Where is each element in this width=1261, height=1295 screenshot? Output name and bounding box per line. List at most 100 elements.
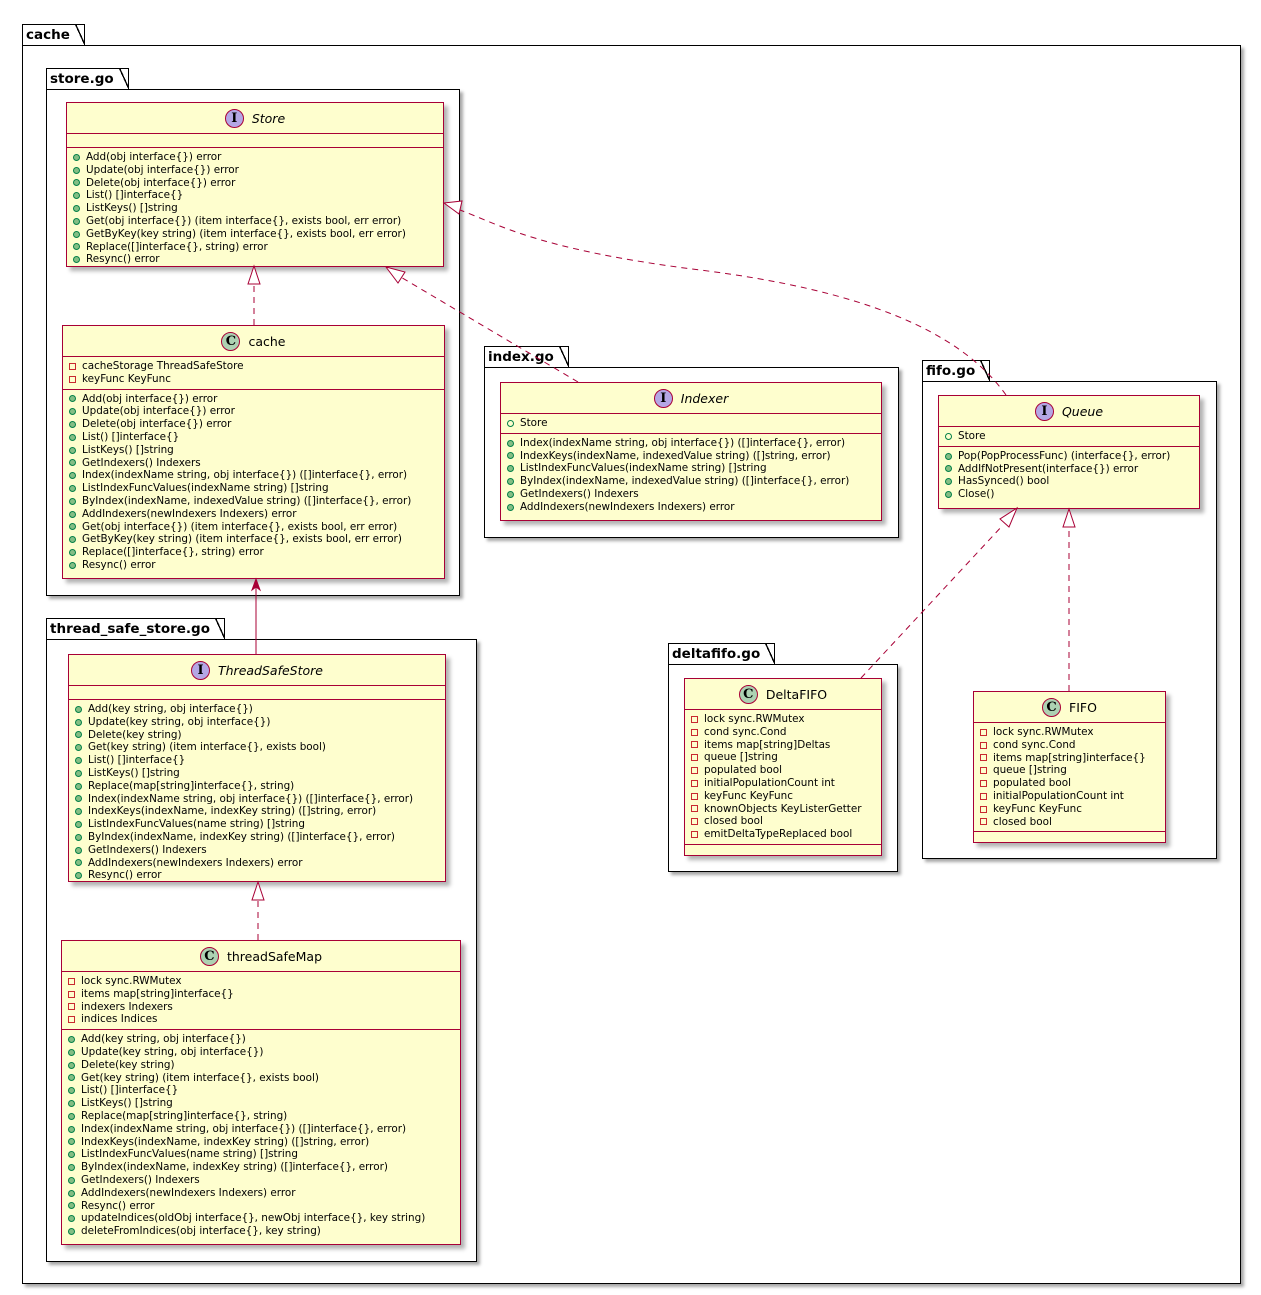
method-text: Replace(map[string]interface{}, string)	[81, 1109, 288, 1122]
method-text: GetIndexers() Indexers	[520, 487, 639, 500]
public-method-icon	[507, 478, 514, 486]
method-row: Delete(obj interface{}) error	[63, 418, 444, 431]
method-text: Add(obj interface{}) error	[86, 151, 222, 163]
method-text: Pop(PopProcessFunc) (interface{}, error)	[958, 449, 1171, 462]
public-field-icon	[945, 432, 952, 440]
method-row: List() []interface{}	[63, 431, 444, 444]
field-row: keyFunc KeyFunc	[685, 790, 881, 803]
method-text: Get(key string) (item interface{}, exist…	[88, 741, 326, 754]
public-method-icon	[75, 769, 82, 777]
public-method-icon	[945, 478, 952, 486]
method-row: List() []interface{}	[67, 189, 443, 202]
public-method-icon	[73, 166, 80, 174]
field-text: items map[string]Deltas	[704, 738, 831, 751]
private-field-icon	[691, 831, 698, 839]
private-field-icon	[980, 754, 987, 762]
field-text: keyFunc KeyFunc	[993, 802, 1082, 815]
field-text: closed bool	[993, 815, 1052, 828]
public-method-icon	[68, 1164, 75, 1172]
field-row: closed bool	[685, 815, 881, 828]
field-text: keyFunc KeyFunc	[82, 372, 171, 385]
method-text: List() []interface{}	[86, 189, 184, 202]
method-text: Resync() error	[86, 253, 160, 266]
field-row: indexers Indexers	[62, 1001, 460, 1014]
class-name: ThreadSafeStore	[218, 662, 323, 678]
private-field-icon	[68, 977, 75, 985]
field-row: keyFunc KeyFunc	[974, 803, 1165, 816]
method-row: ByIndex(indexName, indexKey string) ([]i…	[69, 831, 445, 844]
public-method-icon	[69, 485, 76, 493]
method-text: Get(key string) (item interface{}, exist…	[81, 1071, 319, 1084]
method-row: AddIndexers(newIndexers Indexers) error	[63, 508, 444, 521]
method-text: Delete(obj interface{}) error	[82, 418, 232, 431]
method-row: Replace([]interface{}, string) error	[63, 546, 444, 559]
private-field-icon	[691, 754, 698, 762]
package-thread-safe-store-go-label: thread_safe_store.go	[46, 618, 225, 640]
method-text: Resync() error	[81, 1199, 155, 1212]
private-field-icon	[980, 728, 987, 736]
method-row: Add(key string, obj interface{})	[62, 1033, 460, 1046]
public-method-icon	[73, 192, 80, 200]
method-text: Replace([]interface{}, string) error	[86, 240, 268, 253]
field-row: initialPopulationCount int	[974, 790, 1165, 803]
method-text: updateIndices(oldObj interface{}, newObj…	[81, 1212, 426, 1225]
fields-section: Store	[501, 414, 881, 434]
class-name: FIFO	[1069, 699, 1097, 715]
field-text: cond sync.Cond	[993, 738, 1076, 751]
field-row: populated bool	[685, 764, 881, 777]
method-row: ListKeys() []string	[69, 767, 445, 780]
method-row: Update(obj interface{}) error	[63, 405, 444, 418]
field-text: lock sync.RWMutex	[81, 975, 182, 987]
method-row: ListKeys() []string	[62, 1097, 460, 1110]
field-row: queue []string	[974, 764, 1165, 777]
method-text: Delete(key string)	[81, 1058, 175, 1071]
method-text: GetByKey(key string) (item interface{}, …	[86, 227, 406, 240]
public-method-icon	[69, 536, 76, 544]
class-stereotype-icon: C	[199, 946, 219, 966]
method-text: ByIndex(indexName, indexedValue string) …	[520, 475, 850, 488]
method-row: ListIndexFuncValues(indexName string) []…	[63, 482, 444, 495]
method-text: Get(obj interface{}) (item interface{}, …	[86, 214, 402, 227]
public-method-icon	[68, 1061, 75, 1069]
field-text: keyFunc KeyFunc	[704, 789, 793, 802]
public-method-icon	[69, 421, 76, 429]
interface-stereotype-icon: I	[1034, 401, 1054, 421]
method-row: GetIndexers() Indexers	[501, 488, 881, 501]
method-row: AddIfNotPresent(interface{}) error	[939, 463, 1199, 476]
package-cache-label: cache	[22, 24, 85, 46]
public-method-icon	[75, 731, 82, 739]
method-text: List() []interface{}	[81, 1084, 179, 1097]
public-method-icon	[68, 1228, 75, 1236]
field-text: initialPopulationCount int	[704, 776, 835, 789]
private-field-icon	[980, 767, 987, 775]
package-store-go-label: store.go	[46, 68, 129, 90]
method-row: Delete(key string)	[69, 729, 445, 742]
public-method-icon	[68, 1151, 75, 1159]
public-method-icon	[75, 718, 82, 726]
public-method-icon	[69, 472, 76, 480]
method-row: ListIndexFuncValues(name string) []strin…	[62, 1148, 460, 1161]
field-row: items map[string]interface{}	[62, 988, 460, 1001]
public-method-icon	[73, 153, 80, 161]
public-method-icon	[73, 205, 80, 213]
public-method-icon	[68, 1036, 75, 1044]
field-row: cacheStorage ThreadSafeStore	[63, 360, 444, 373]
field-text: knownObjects KeyListerGetter	[704, 802, 862, 815]
method-text: Update(key string, obj interface{})	[81, 1045, 264, 1058]
method-text: Index(indexName string, obj interface{})…	[82, 469, 408, 482]
field-text: items map[string]interface{}	[81, 987, 234, 1000]
